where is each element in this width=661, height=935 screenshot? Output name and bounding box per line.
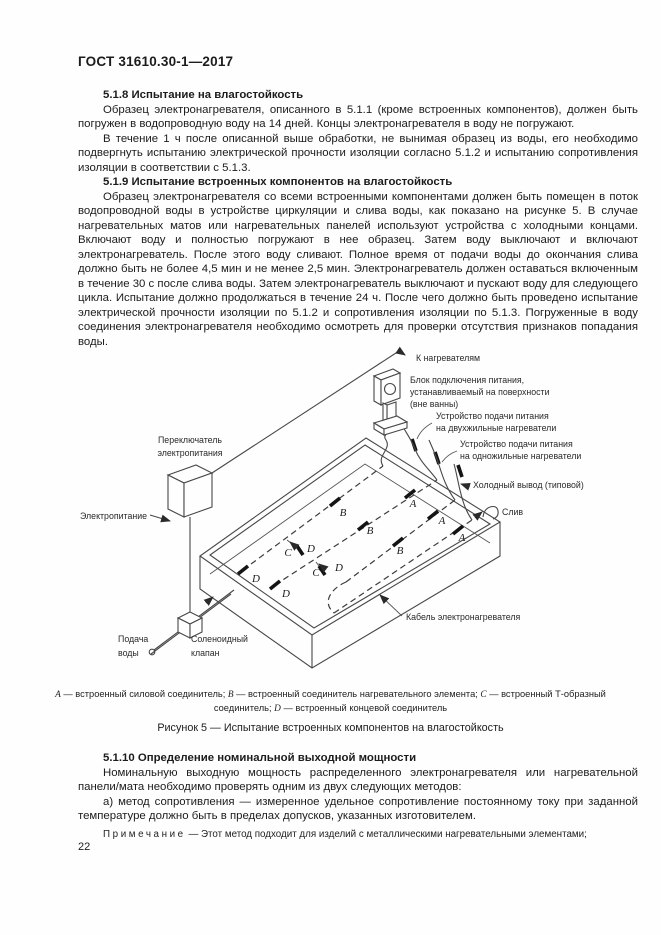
letter-a: A [458,532,466,544]
body-text-top: 5.1.8 Испытание на влагостойкость Образе… [78,88,638,349]
note-text: — Этот метод подходит для изделий с мета… [188,829,587,840]
letter-d: D [251,573,260,585]
paragraph: Номинальную выходную мощность распределе… [78,766,638,794]
letter-c: C [312,567,320,579]
label-feed-single-core-2: на одножильные нагреватели [460,451,581,461]
solenoid-valve [176,611,204,639]
letter-d: D [306,543,315,555]
letter-b: B [340,507,347,519]
letter-b: B [367,525,374,537]
paragraph: В течение 1 ч после описанной выше обраб… [78,132,638,174]
doc-header: ГОСТ 31610.30-1—2017 [78,54,234,69]
figure-legend: A — встроенный силовой соединитель; B — … [55,689,606,714]
drain-spout [472,505,499,521]
heater-cable-runs [242,465,473,614]
figure-5-diagram: К нагревателям Блок подключения питания,… [80,346,584,669]
letter-a: A [409,498,417,510]
label-feed-single-core-1: Устройство подачи питания [460,439,573,449]
letter-b: B [397,545,404,557]
label-junction-1: Блок подключения питания, [410,375,524,385]
figure-caption: Рисунок 5 — Испытание встроенных компоне… [157,722,504,734]
label-to-heaters: К нагревателям [416,353,480,363]
section-5-1-10-heading: 5.1.10 Определение номинальной выходной … [103,752,417,764]
label-heater-cable: Кабель электронагревателя [406,612,520,622]
letter-d: D [281,588,290,600]
paragraph: Образец электронагревателя, описанного в… [78,103,638,131]
to-heaters-arrow [211,346,406,474]
connector-marks [236,438,465,591]
section-5-1-9-heading: 5.1.9 Испытание встроенных компонентов н… [103,176,453,188]
legend-letter: C [480,690,487,700]
label-water-1: Подача [118,634,148,644]
paragraph: а) метод сопротивления — измеренное удел… [78,795,638,823]
legend-letter: D [274,704,281,714]
label-switch-2: электропитания [157,448,222,458]
letter-d: D [334,562,343,574]
body-text-bottom: 5.1.10 Определение номинальной выходной … [78,751,638,824]
legend-letter: A [55,690,61,700]
label-junction-3: (вне ванны) [410,399,458,409]
page-number: 22 [78,841,91,853]
label-feed-two-core-2: на двухжильные нагреватели [436,423,556,433]
label-valve-1: Соленоидный [191,634,248,644]
label-water-2: воды [118,648,139,658]
paragraph: Образец электронагревателя со всеми встр… [78,190,638,348]
label-cold-lead: Холодный вывод (типовой) [473,480,584,490]
label-leaders [379,422,471,617]
letter-a: A [438,515,446,527]
label-junction-2: устанавливаемый на поверхности [410,387,550,397]
junction-box [372,368,409,436]
note: Примечание — Этот метод подходит для изд… [78,829,638,840]
label-valve-2: клапан [191,648,220,658]
label-drain: Слив [502,507,523,517]
cold-lead-cables [380,426,473,521]
legend-letter: B [227,690,234,700]
letter-c: C [284,547,292,559]
section-5-1-8-heading: 5.1.8 Испытание на влагостойкость [103,89,304,101]
power-switch-box [149,464,214,612]
label-feed-two-core-1: Устройство подачи питания [436,411,549,421]
label-power: Электропитание [80,511,147,521]
label-switch-1: Переключатель [158,435,222,445]
note-label: Примечание [103,829,186,840]
bath-tank [199,437,502,669]
